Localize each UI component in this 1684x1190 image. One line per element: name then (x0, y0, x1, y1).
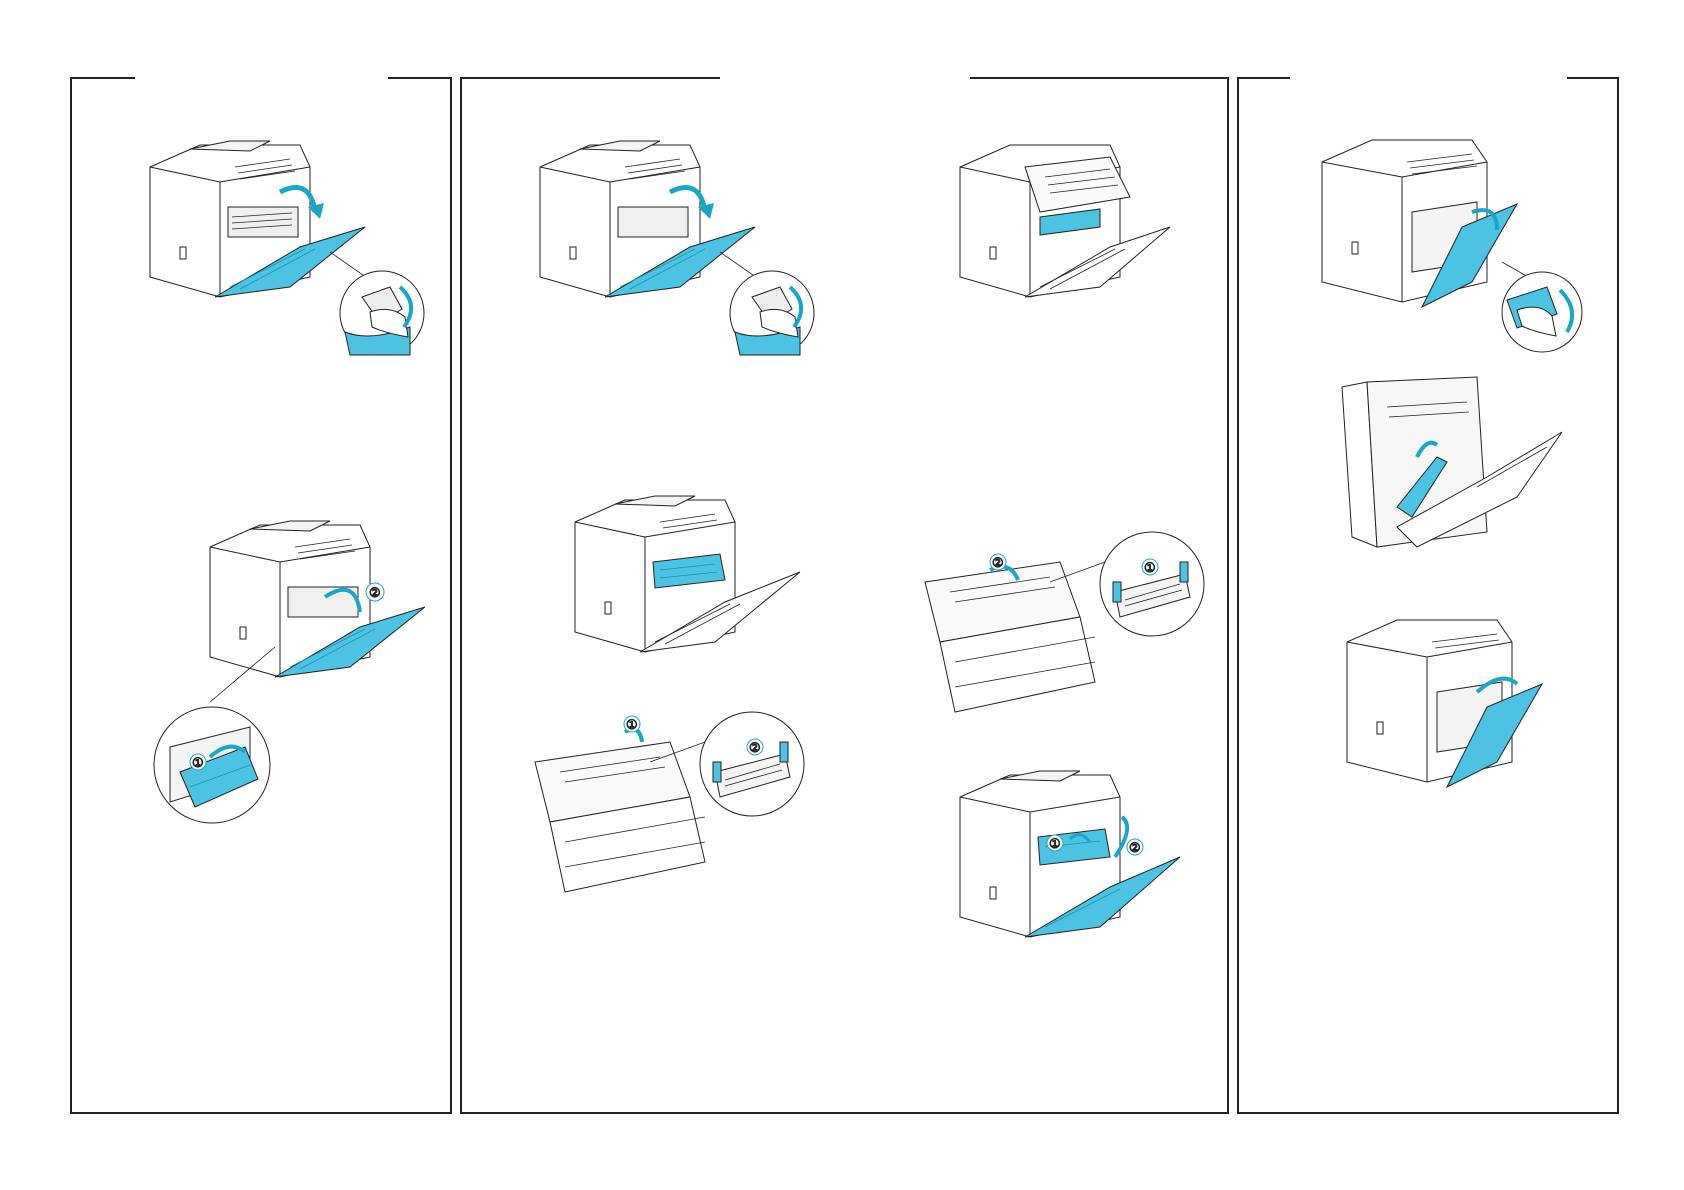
printer-top-open-levers-figure: ① ② (530, 702, 810, 912)
step-label-one: ① (626, 718, 638, 733)
step-label-two: ② (369, 586, 381, 601)
printer-top-open-levers-reverse-figure: ② ① (920, 522, 1210, 732)
printer-duplex-unit-figure (565, 492, 805, 662)
printer-rear-paper-removal-figure: ② ① (150, 517, 440, 847)
printer-rear-cover-figure (140, 137, 420, 347)
panel-middle: ① ② ② (460, 77, 1230, 1114)
printer-side-cover-figure (1312, 132, 1587, 347)
step-label-one: ① (192, 756, 204, 771)
printer-rear-cover-figure (530, 137, 810, 347)
printer-rear-raised-figure (950, 137, 1180, 307)
panel-right (1237, 77, 1619, 1114)
step-label-one: ① (1144, 561, 1156, 576)
step-label-two: ② (1129, 841, 1141, 856)
printer-duplex-close-figure: ① ② (950, 767, 1200, 957)
printer-side-paper-path-figure (1337, 377, 1567, 557)
step-label-two: ② (749, 741, 761, 756)
step-label-two: ② (992, 556, 1004, 571)
printer-side-cover-close-figure (1337, 612, 1567, 792)
step-label-one: ① (1049, 837, 1061, 852)
panel-left: ② ① (70, 77, 452, 1114)
